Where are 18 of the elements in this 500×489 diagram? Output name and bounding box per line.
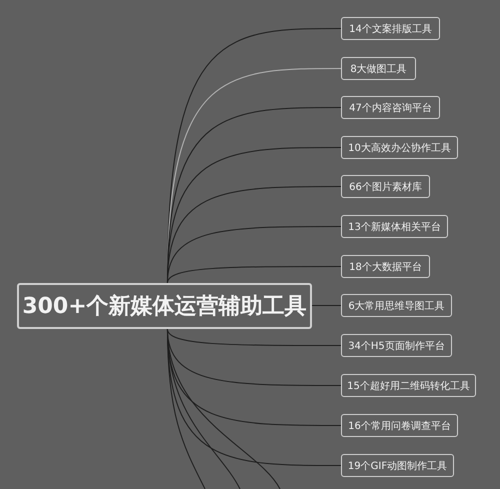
connector-line (166, 226, 342, 284)
branch-box: 16个常用问卷调查平台 (341, 414, 458, 437)
branch-box: 6大常用思维导图工具 (341, 294, 452, 317)
branch-box: 66个图片素材库 (341, 175, 430, 198)
branch-box: 18个大数据平台 (341, 255, 430, 278)
connector-line (166, 328, 280, 489)
branch-box: 19个GIF动图制作工具 (341, 454, 454, 477)
branch-box: 15个超好用二维码转化工具 (341, 374, 476, 397)
topic-box: 300+个新媒体运营辅助工具 (17, 283, 312, 329)
connector-line (166, 328, 342, 346)
branch-box: 8大做图工具 (341, 57, 416, 80)
connector-line (166, 266, 342, 284)
connector-line (312, 305, 342, 306)
branch-box: 13个新媒体相关平台 (341, 215, 448, 238)
branch-box: 14个文案排版工具 (341, 17, 440, 40)
branch-box: 10大高效办公协作工具 (341, 136, 458, 159)
branch-box: 34个H5页面制作平台 (341, 334, 452, 357)
branch-box: 47个内容咨询平台 (341, 96, 440, 119)
